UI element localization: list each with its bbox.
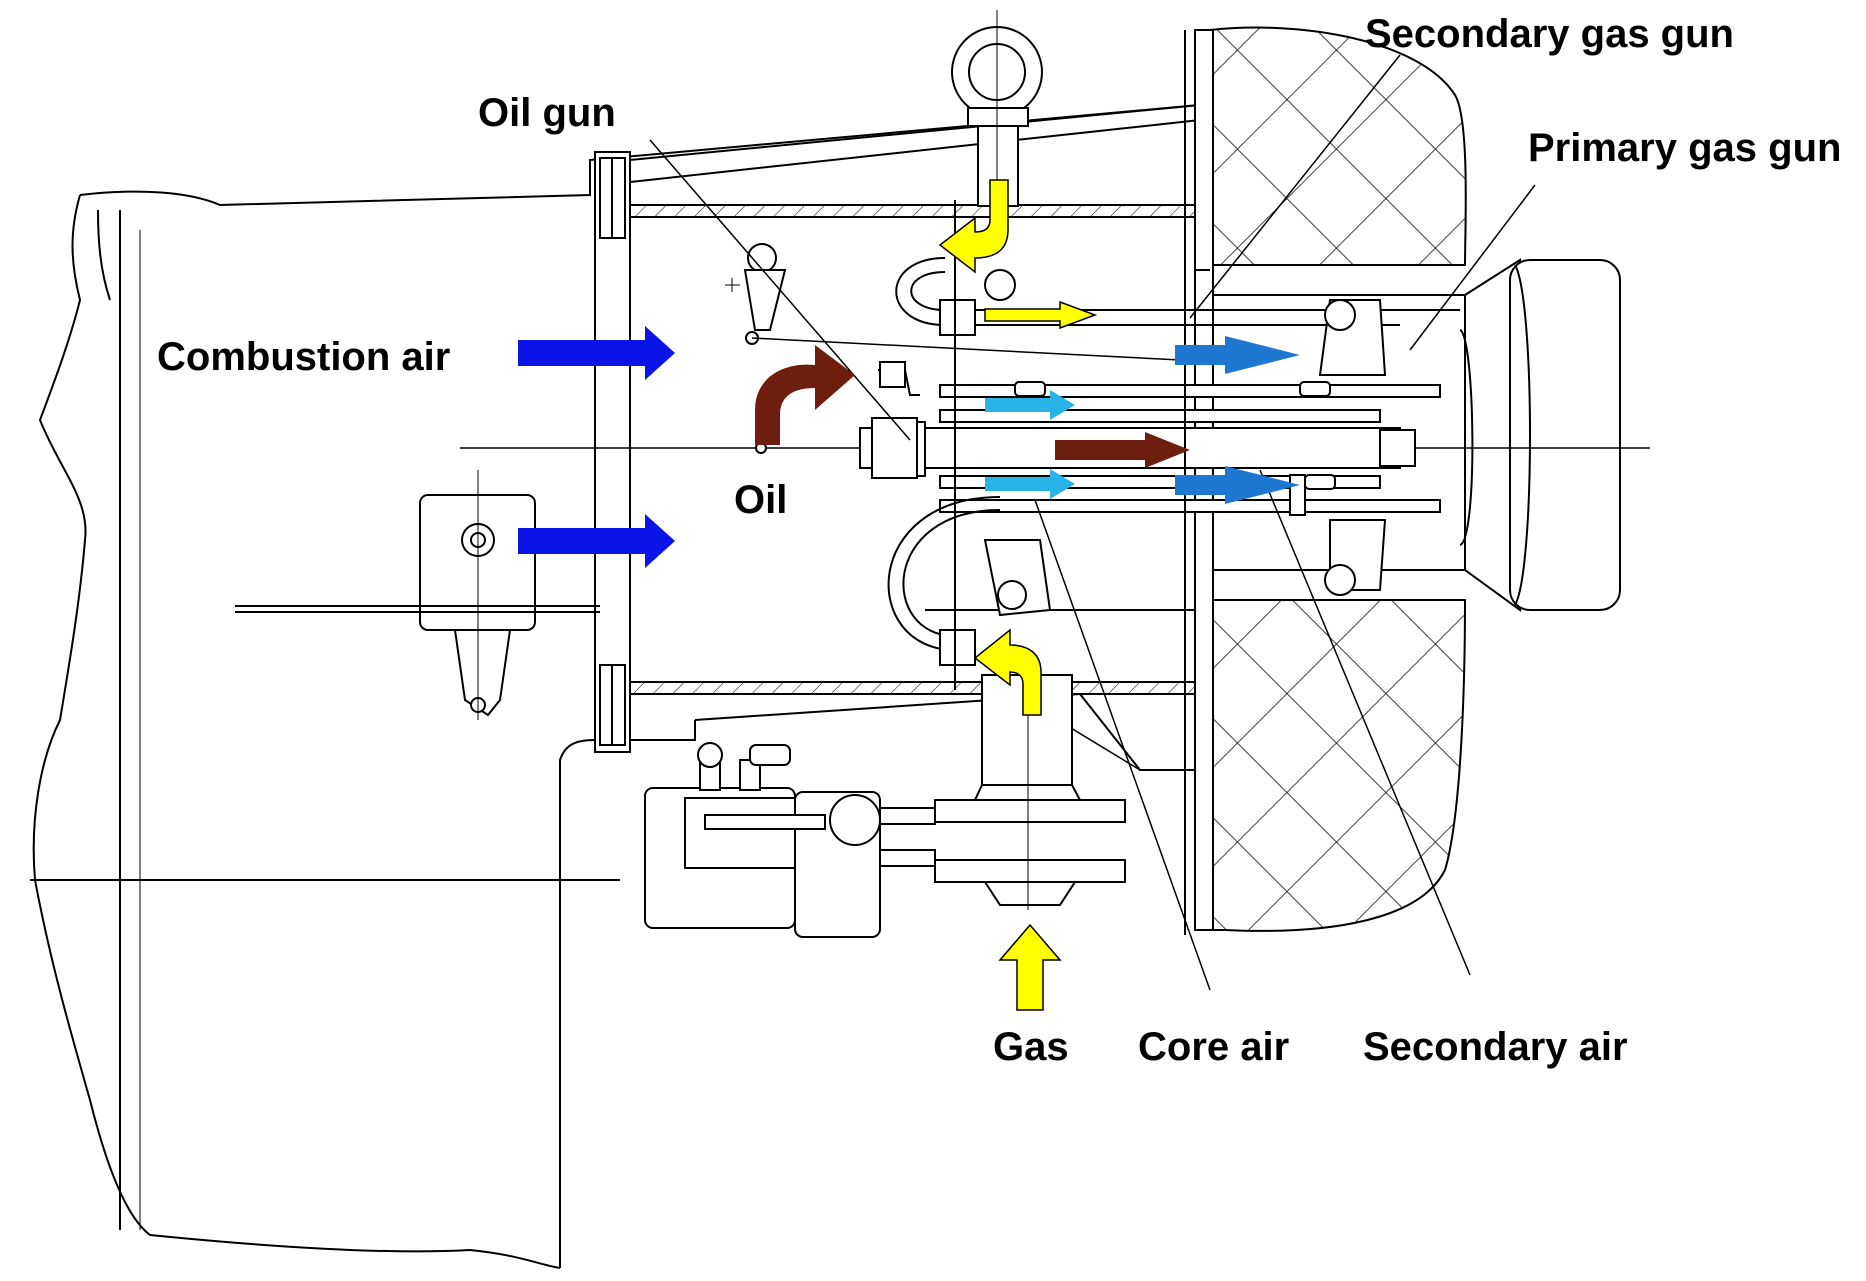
combustion-air-arrow-lower [518, 514, 675, 568]
oil-arrow-center [1055, 432, 1190, 468]
support-bracket [235, 470, 600, 720]
leader-secondary-gas-gun [1189, 54, 1401, 319]
label-primary-gas-gun: Primary gas gun [1528, 126, 1842, 170]
core-air-arrow-lower [985, 469, 1075, 499]
oil-arrow-curved [755, 345, 855, 445]
lifting-eye [951, 10, 1043, 207]
gas-arrow-top-elbow [938, 179, 1009, 274]
refractory-throat [1194, 26, 1467, 932]
label-secondary-air: Secondary air [1363, 1025, 1628, 1069]
core-air-arrow-upper [985, 390, 1075, 420]
leader-oil-gun [649, 139, 911, 441]
gas-arrow-inlet [998, 923, 1062, 1011]
gun-brackets [983, 269, 1387, 617]
burner-tip [1459, 258, 1621, 612]
flow-arrows [518, 179, 1300, 1011]
leader-secondary-air [1259, 469, 1471, 976]
label-core-air: Core air [1138, 1025, 1290, 1069]
label-combustion-air: Combustion air [157, 335, 451, 379]
leader-lines [649, 54, 1536, 991]
gas-valve-train [644, 742, 936, 938]
combustion-air-arrow-upper [518, 326, 675, 380]
gas-manifold [887, 200, 1460, 690]
label-oil-gun: Oil gun [478, 91, 616, 135]
label-gas: Gas [993, 1025, 1069, 1069]
gas-arrow-horizontal [984, 300, 1098, 330]
label-secondary-gas-gun: Secondary gas gun [1365, 12, 1734, 56]
windbox-outline [30, 103, 1201, 1269]
front-flange [594, 151, 631, 753]
leader-primary-gas-gun [1409, 184, 1536, 351]
leader-core-air [1034, 499, 1211, 991]
secondary-air-arrow-lower [1175, 466, 1300, 504]
gas-arrow-bottom-elbow [973, 628, 1042, 716]
secondary-air-arrow-upper [1175, 336, 1300, 374]
label-oil: Oil [734, 478, 788, 522]
